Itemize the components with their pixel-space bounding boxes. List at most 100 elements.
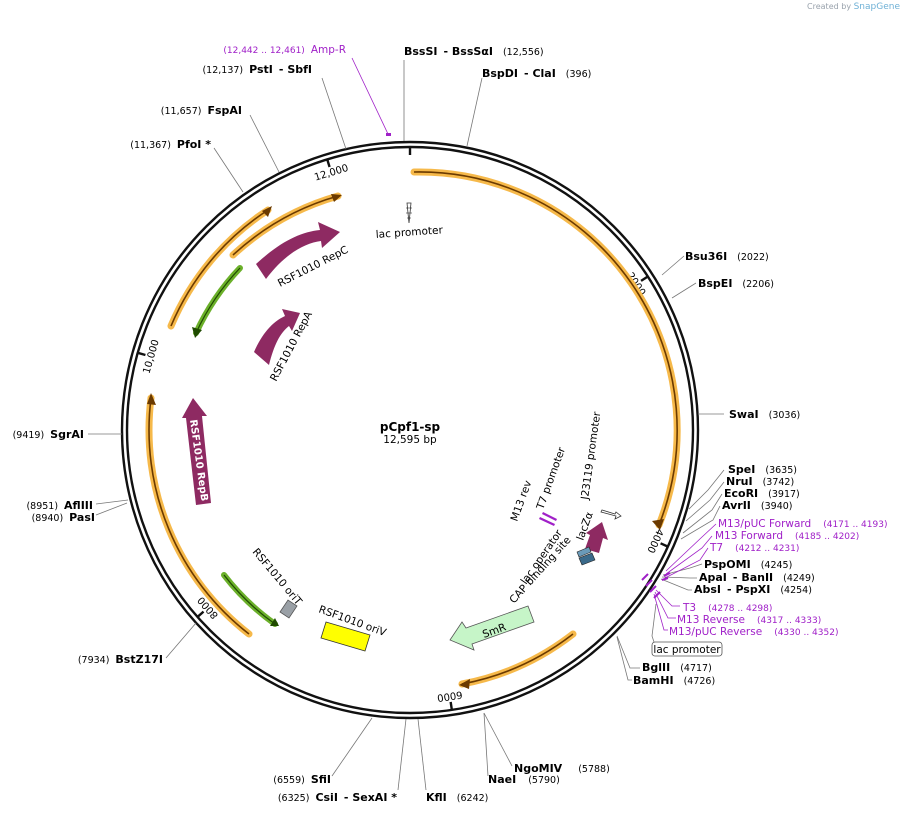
tick-label-6000: 6000 [436, 688, 463, 703]
rs-line-afliii [95, 499, 129, 505]
cap-site-mark [576, 546, 592, 558]
oriv-box [320, 621, 371, 652]
rs-bsssi: BssSI- BssSαI(12,556) [404, 45, 544, 58]
repa-arrow [254, 309, 300, 365]
tick-2000 [640, 275, 649, 282]
label-m13rev: M13 rev [509, 479, 535, 523]
rs-psti: (12,137)PstI- SbfI [202, 63, 312, 76]
rs-line-bsu36i [661, 255, 685, 276]
primer-line-ampr [351, 57, 389, 135]
snapgene-credit: Created by SnapGene [807, 2, 900, 12]
rs-line-apai [661, 576, 697, 579]
label-cap-site: CAP binding site [507, 534, 573, 606]
rs-nrui: NruI(3742) [726, 475, 794, 488]
primer-line-m13puc-fwd [665, 523, 717, 572]
rs-line-fspai [249, 114, 280, 173]
rs-line-naei [483, 712, 489, 777]
lac-promoter-box [651, 641, 723, 657]
restriction-site-labels: BssSI- BssSαI(12,556) BspDI- ClaI(396) B… [13, 45, 815, 804]
rs-sfii: (6559)SfiI [273, 773, 331, 786]
primer-line-m13-rev [654, 591, 676, 619]
orf-arc-upper-left-outer [167, 206, 272, 330]
label-t7-promoter: T7 promoter [534, 445, 568, 512]
credit-prefix: Created by [807, 2, 852, 11]
rs-bamhi: BamHI(4726) [633, 674, 715, 687]
rs-line-bamhi [616, 636, 632, 681]
smr-arrow [449, 605, 535, 651]
rs-kfli: KflI(6242) [426, 791, 488, 804]
primer-line-m13puc-rev [653, 593, 668, 631]
orf-arc-upper-left-outer-head [262, 206, 272, 217]
rs-line-ngomiv [483, 712, 513, 767]
tick-label-12000: 12,000 [313, 163, 350, 184]
orf-arc-right-head [652, 519, 664, 530]
rs-pfoi: (11,367)PfoI * [130, 138, 211, 151]
rs-line-pasi [95, 502, 128, 516]
backbone-outer [120, 140, 700, 720]
tick-label-10000: 10,000 [142, 338, 162, 375]
t7-promoter-mark [542, 512, 557, 521]
rs-line-psti [321, 77, 347, 150]
lacza-arrow [585, 522, 608, 553]
label-orit: RSF1010 oriT [250, 546, 305, 608]
orf-arc-upper-left-inner-head [331, 194, 342, 202]
tick-12000 [326, 159, 331, 168]
lac-promoter-boxed-line [651, 603, 657, 643]
tick-4000 [660, 542, 669, 548]
m13rev-mark [539, 517, 555, 526]
primer-m13puc-fwd: M13/pUC Forward(4171 .. 4193) [718, 518, 887, 530]
rs-line-bspei [671, 282, 697, 299]
features [145, 168, 681, 689]
lac-promoter-box-label: lac promoter [653, 644, 721, 656]
label-j23119: J23119 promoter [579, 410, 603, 501]
rs-bsu36i: Bsu36I(2022) [685, 250, 769, 263]
lac-operator-mark [578, 552, 596, 566]
rs-line-pspomi [662, 563, 703, 576]
rs-line-bstz17i [165, 622, 197, 659]
rs-absi: AbsI- PspXI(4254) [694, 583, 812, 596]
primer-mark-ampr [386, 133, 391, 136]
primer-m13puc-rev: M13/pUC Reverse(4330 .. 4352) [669, 626, 838, 638]
primer-t7: T7(4212 .. 4231) [709, 542, 799, 554]
rs-sgrai: (9419)SgrAI [13, 428, 84, 441]
tick-10000 [137, 351, 146, 357]
rs-ecori: EcoRI(3917) [724, 487, 800, 500]
primer-lines [351, 57, 717, 631]
rs-line-pfoi [213, 147, 244, 193]
rs-afliii: (8951)AflIII [26, 499, 93, 512]
orit-box [279, 599, 298, 619]
primer-m13-fwd: M13 Forward(4185 .. 4202) [715, 530, 859, 542]
orf-arc-left-head [147, 393, 156, 405]
rs-line-kfli [417, 718, 427, 791]
j23119-arrow [600, 509, 622, 520]
primer-t3: T3(4278 .. 4298) [682, 602, 772, 614]
rs-pasi: (8940)PasI [32, 511, 95, 524]
rs-bglii: BglII(4717) [642, 661, 712, 674]
rs-bstz17i: (7934)BstZ17I [78, 653, 163, 666]
rs-csii: (6325)CsiI- SexAI * [278, 791, 397, 804]
tick-8000 [196, 610, 205, 618]
rs-avrii: AvrII(3940) [722, 499, 793, 512]
tick-6000 [449, 701, 454, 711]
rs-line-absi [660, 578, 692, 591]
rs-fspai: (11,657)FspAI [161, 104, 242, 117]
rs-line-bspdi [466, 77, 483, 147]
primer-arrows-inner [661, 572, 671, 581]
rs-ngomiv: NgoMIV(5788) [514, 762, 610, 775]
rs-line-sfii [331, 717, 373, 777]
rs-line-csii [397, 718, 407, 791]
primer-m13-rev: M13 Reverse(4317 .. 4333) [677, 614, 821, 626]
primer-line-m13-fwd [665, 535, 713, 575]
plasmid-length: 12,595 bp [383, 434, 437, 446]
primer-line-t3 [655, 589, 680, 607]
green-orf-lower-head [270, 618, 279, 626]
rs-line-spei [688, 469, 725, 510]
orf-arc-bottom-head [459, 679, 470, 689]
restriction-site-lines [88, 60, 725, 791]
rs-line-bglii [616, 635, 640, 669]
orf-arc-right [410, 168, 681, 529]
primer-labels: (12,442 .. 12,461)Amp-R M13/pUC Forward(… [223, 44, 887, 638]
rs-bspei: BspEI(2206) [698, 277, 774, 290]
primer-line-t7 [664, 547, 709, 579]
